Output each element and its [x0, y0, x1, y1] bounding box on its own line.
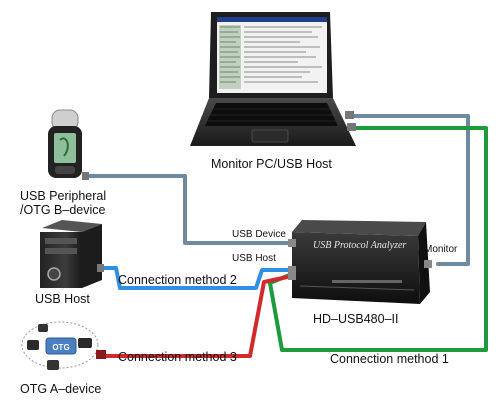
connection-method-3-label: Connection method 3	[118, 350, 237, 364]
cable-connection-method-2	[98, 266, 294, 290]
connection-method-1-label: Connection method 1	[330, 352, 449, 366]
cable-phone-to-usb-device	[83, 174, 294, 245]
analyzer-front-title: USB Protocol Analyzer	[313, 240, 406, 251]
cables	[83, 114, 488, 358]
otg-device-icon	[21, 321, 106, 370]
usb-peripheral-label-line2: /OTG B–device	[20, 203, 105, 217]
laptop-icon	[190, 12, 356, 146]
analyzer-model-label: HD–USB480–II	[313, 312, 398, 326]
usb-peripheral-label-line1: USB Peripheral	[20, 189, 106, 203]
usb-host-port-label: USB Host	[232, 253, 276, 264]
monitor-pc-label: Monitor PC/USB Host	[211, 157, 332, 171]
monitor-port-label: Monitor	[424, 244, 458, 255]
cable-connection-method-3	[102, 274, 294, 358]
analyzer-box-icon	[288, 220, 432, 304]
usb-host-label: USB Host	[35, 292, 90, 306]
connection-method-2-label: Connection method 2	[118, 273, 237, 287]
cable-laptop-to-monitor	[350, 114, 470, 266]
otg-badge: OTG	[52, 343, 69, 352]
otg-a-device-label: OTG A–device	[20, 382, 101, 396]
usb-device-port-label: USB Device	[232, 229, 286, 240]
pc-tower-icon	[40, 220, 104, 288]
phone-icon	[48, 109, 89, 180]
